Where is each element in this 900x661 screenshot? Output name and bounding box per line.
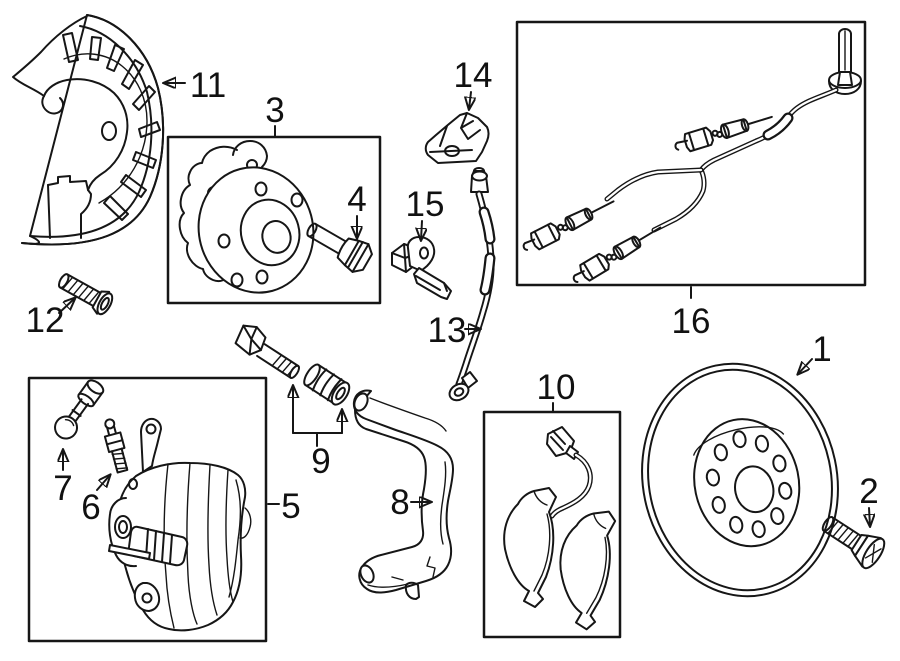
bleeder-screw [103,418,129,474]
callout-16[interactable]: 16 [672,302,711,341]
brake-pad [503,487,557,608]
hose-bracket [424,112,490,164]
brake-caliper [108,417,252,632]
callout-7[interactable]: 7 [53,469,72,508]
brake-hose [448,167,496,402]
guide-pin-and-bushing [234,324,351,406]
callout-3[interactable]: 3 [265,91,284,130]
brake-rotor [641,362,839,598]
callout-4[interactable]: 4 [347,180,366,219]
callout-12[interactable]: 12 [26,301,65,340]
hub-bearing-box [166,135,382,305]
callout-8[interactable]: 8 [390,483,409,522]
shield-screw [57,273,114,316]
callout-10[interactable]: 10 [537,368,576,407]
sensor-wire-harness [518,28,862,289]
callout-15[interactable]: 15 [406,185,445,224]
callout-9[interactable]: 9 [311,442,330,481]
callout-13[interactable]: 13 [428,311,467,350]
callout-1[interactable]: 1 [812,330,831,369]
callouts: 1 2 3 4 5 6 7 8 9 10 11 12 13 14 15 16 [26,56,879,527]
banjo-bolt [54,379,105,440]
caliper-box [27,376,268,643]
brake-pad-set [503,426,617,631]
harness-connector [518,192,619,257]
callout-14[interactable]: 14 [454,56,493,95]
abs-speed-sensor [391,236,452,300]
brake-pad-box [482,410,622,639]
callout-2[interactable]: 2 [859,472,878,511]
wheel-stud-bolt [821,516,886,570]
hub-bolt [306,222,373,273]
callout-6[interactable]: 6 [81,488,100,527]
wire-harness-box [515,20,867,289]
brake-pad [559,510,617,631]
hub-bearing-assembly [178,140,315,294]
splash-shield [12,14,165,246]
harness-connector [568,218,666,289]
callout-5[interactable]: 5 [281,487,300,526]
caliper-mount-bracket [352,389,454,600]
callout-11[interactable]: 11 [190,66,226,105]
harness-connector [671,107,776,157]
